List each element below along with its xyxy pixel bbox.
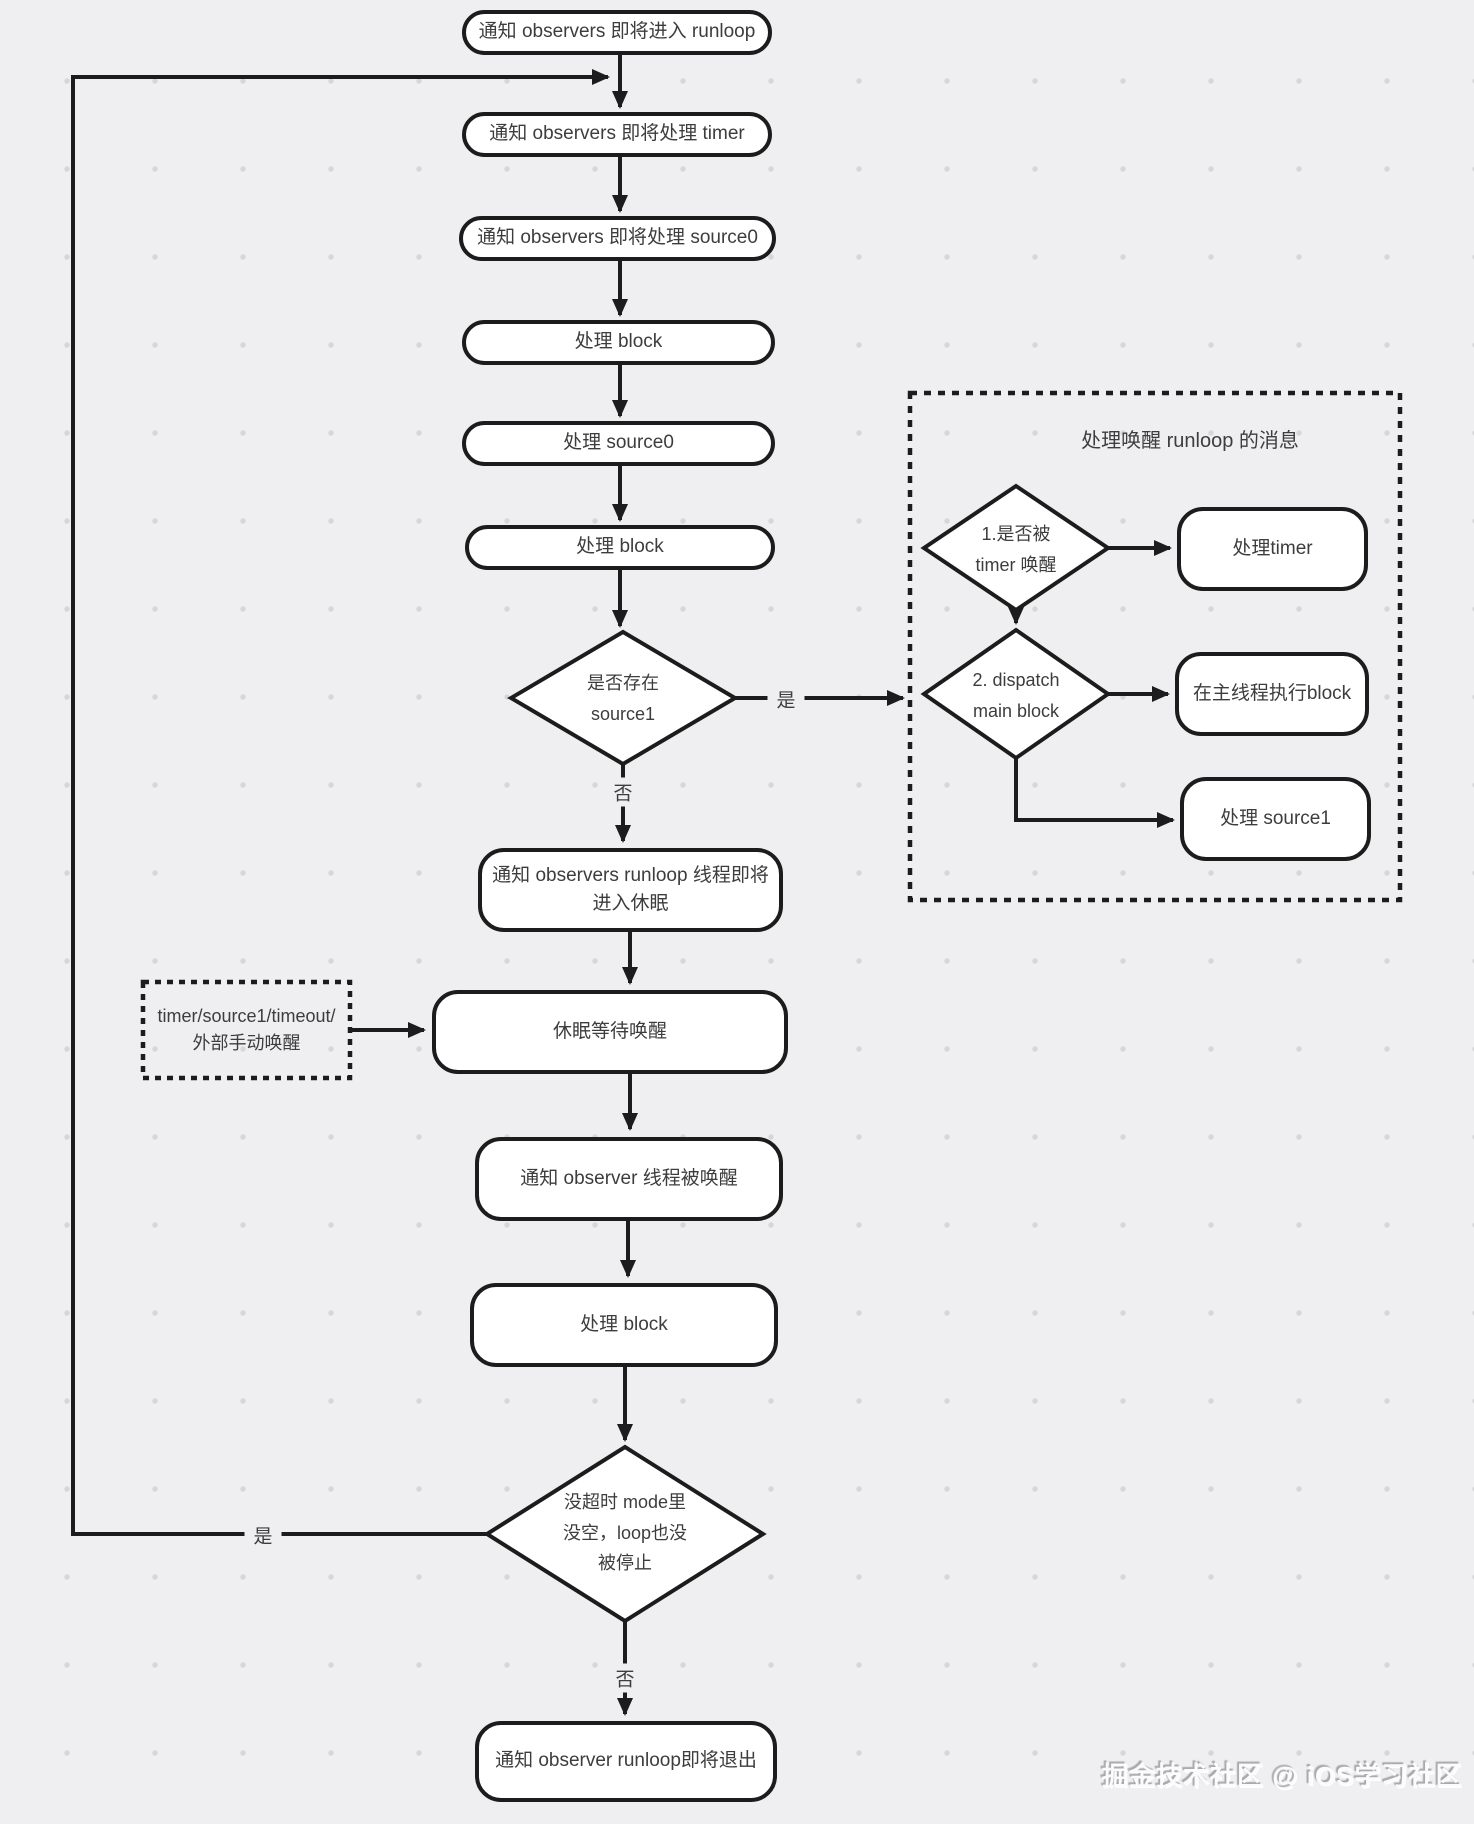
node-will-process-source0: 通知 observers 即将处理 source0 bbox=[459, 216, 776, 261]
node-sleep-wait: 休眠等待唤醒 bbox=[432, 990, 788, 1074]
decision-dispatch-shape bbox=[920, 627, 1112, 761]
wake-panel-title: 处理唤醒 runloop 的消息 bbox=[1081, 430, 1299, 452]
node-enter-runloop: 通知 observers 即将进入 runloop bbox=[462, 10, 772, 55]
node-process-source0: 处理 source0 bbox=[462, 421, 775, 466]
watermark: 掘金技术社区 @ iOS学习社区 bbox=[1102, 1761, 1463, 1791]
decision-check-timer-label: 1.是否被 timer 唤醒 bbox=[975, 524, 1057, 575]
node-process-block-3: 处理 block bbox=[470, 1283, 778, 1367]
decision-has-source1-shape bbox=[507, 629, 739, 767]
node-process-timer: 处理timer bbox=[1177, 507, 1368, 591]
label-no-source1: 否 bbox=[604, 777, 642, 807]
decision-loop-condition-shape bbox=[483, 1444, 767, 1624]
decision-has-source1-label: 是否存在 source1 bbox=[587, 673, 659, 724]
node-thread-woken: 通知 observer 线程被唤醒 bbox=[475, 1137, 783, 1221]
node-process-block-2: 处理 block bbox=[465, 525, 775, 570]
label-yes-source1: 是 bbox=[767, 684, 805, 714]
wake-sources-border bbox=[140, 979, 353, 1081]
decision-loop-condition-label: 没超时 mode里 没空，loop也没 被停止 bbox=[562, 1492, 688, 1574]
decision-dispatch-label: 2. dispatch main block bbox=[972, 670, 1060, 721]
node-exec-main-block: 在主线程执行block bbox=[1175, 652, 1369, 736]
node-wake-sources: timer/source1/timeout/ 外部手动唤醒 bbox=[157, 1006, 336, 1053]
decision-check-timer-shape bbox=[920, 483, 1112, 613]
wake-panel-border bbox=[907, 390, 1403, 903]
node-process-block-1: 处理 block bbox=[462, 320, 775, 365]
node-will-sleep: 通知 observers runloop 线程即将 进入休眠 bbox=[478, 848, 783, 932]
node-will-exit: 通知 observer runloop即将退出 bbox=[475, 1721, 777, 1802]
label-yes-loop: 是 bbox=[244, 1520, 282, 1550]
node-will-process-timer: 通知 observers 即将处理 timer bbox=[462, 112, 772, 157]
edge-dispatch-to-source1 bbox=[1014, 759, 1175, 828]
node-process-source1: 处理 source1 bbox=[1180, 777, 1371, 861]
label-no-loop: 否 bbox=[606, 1663, 644, 1693]
